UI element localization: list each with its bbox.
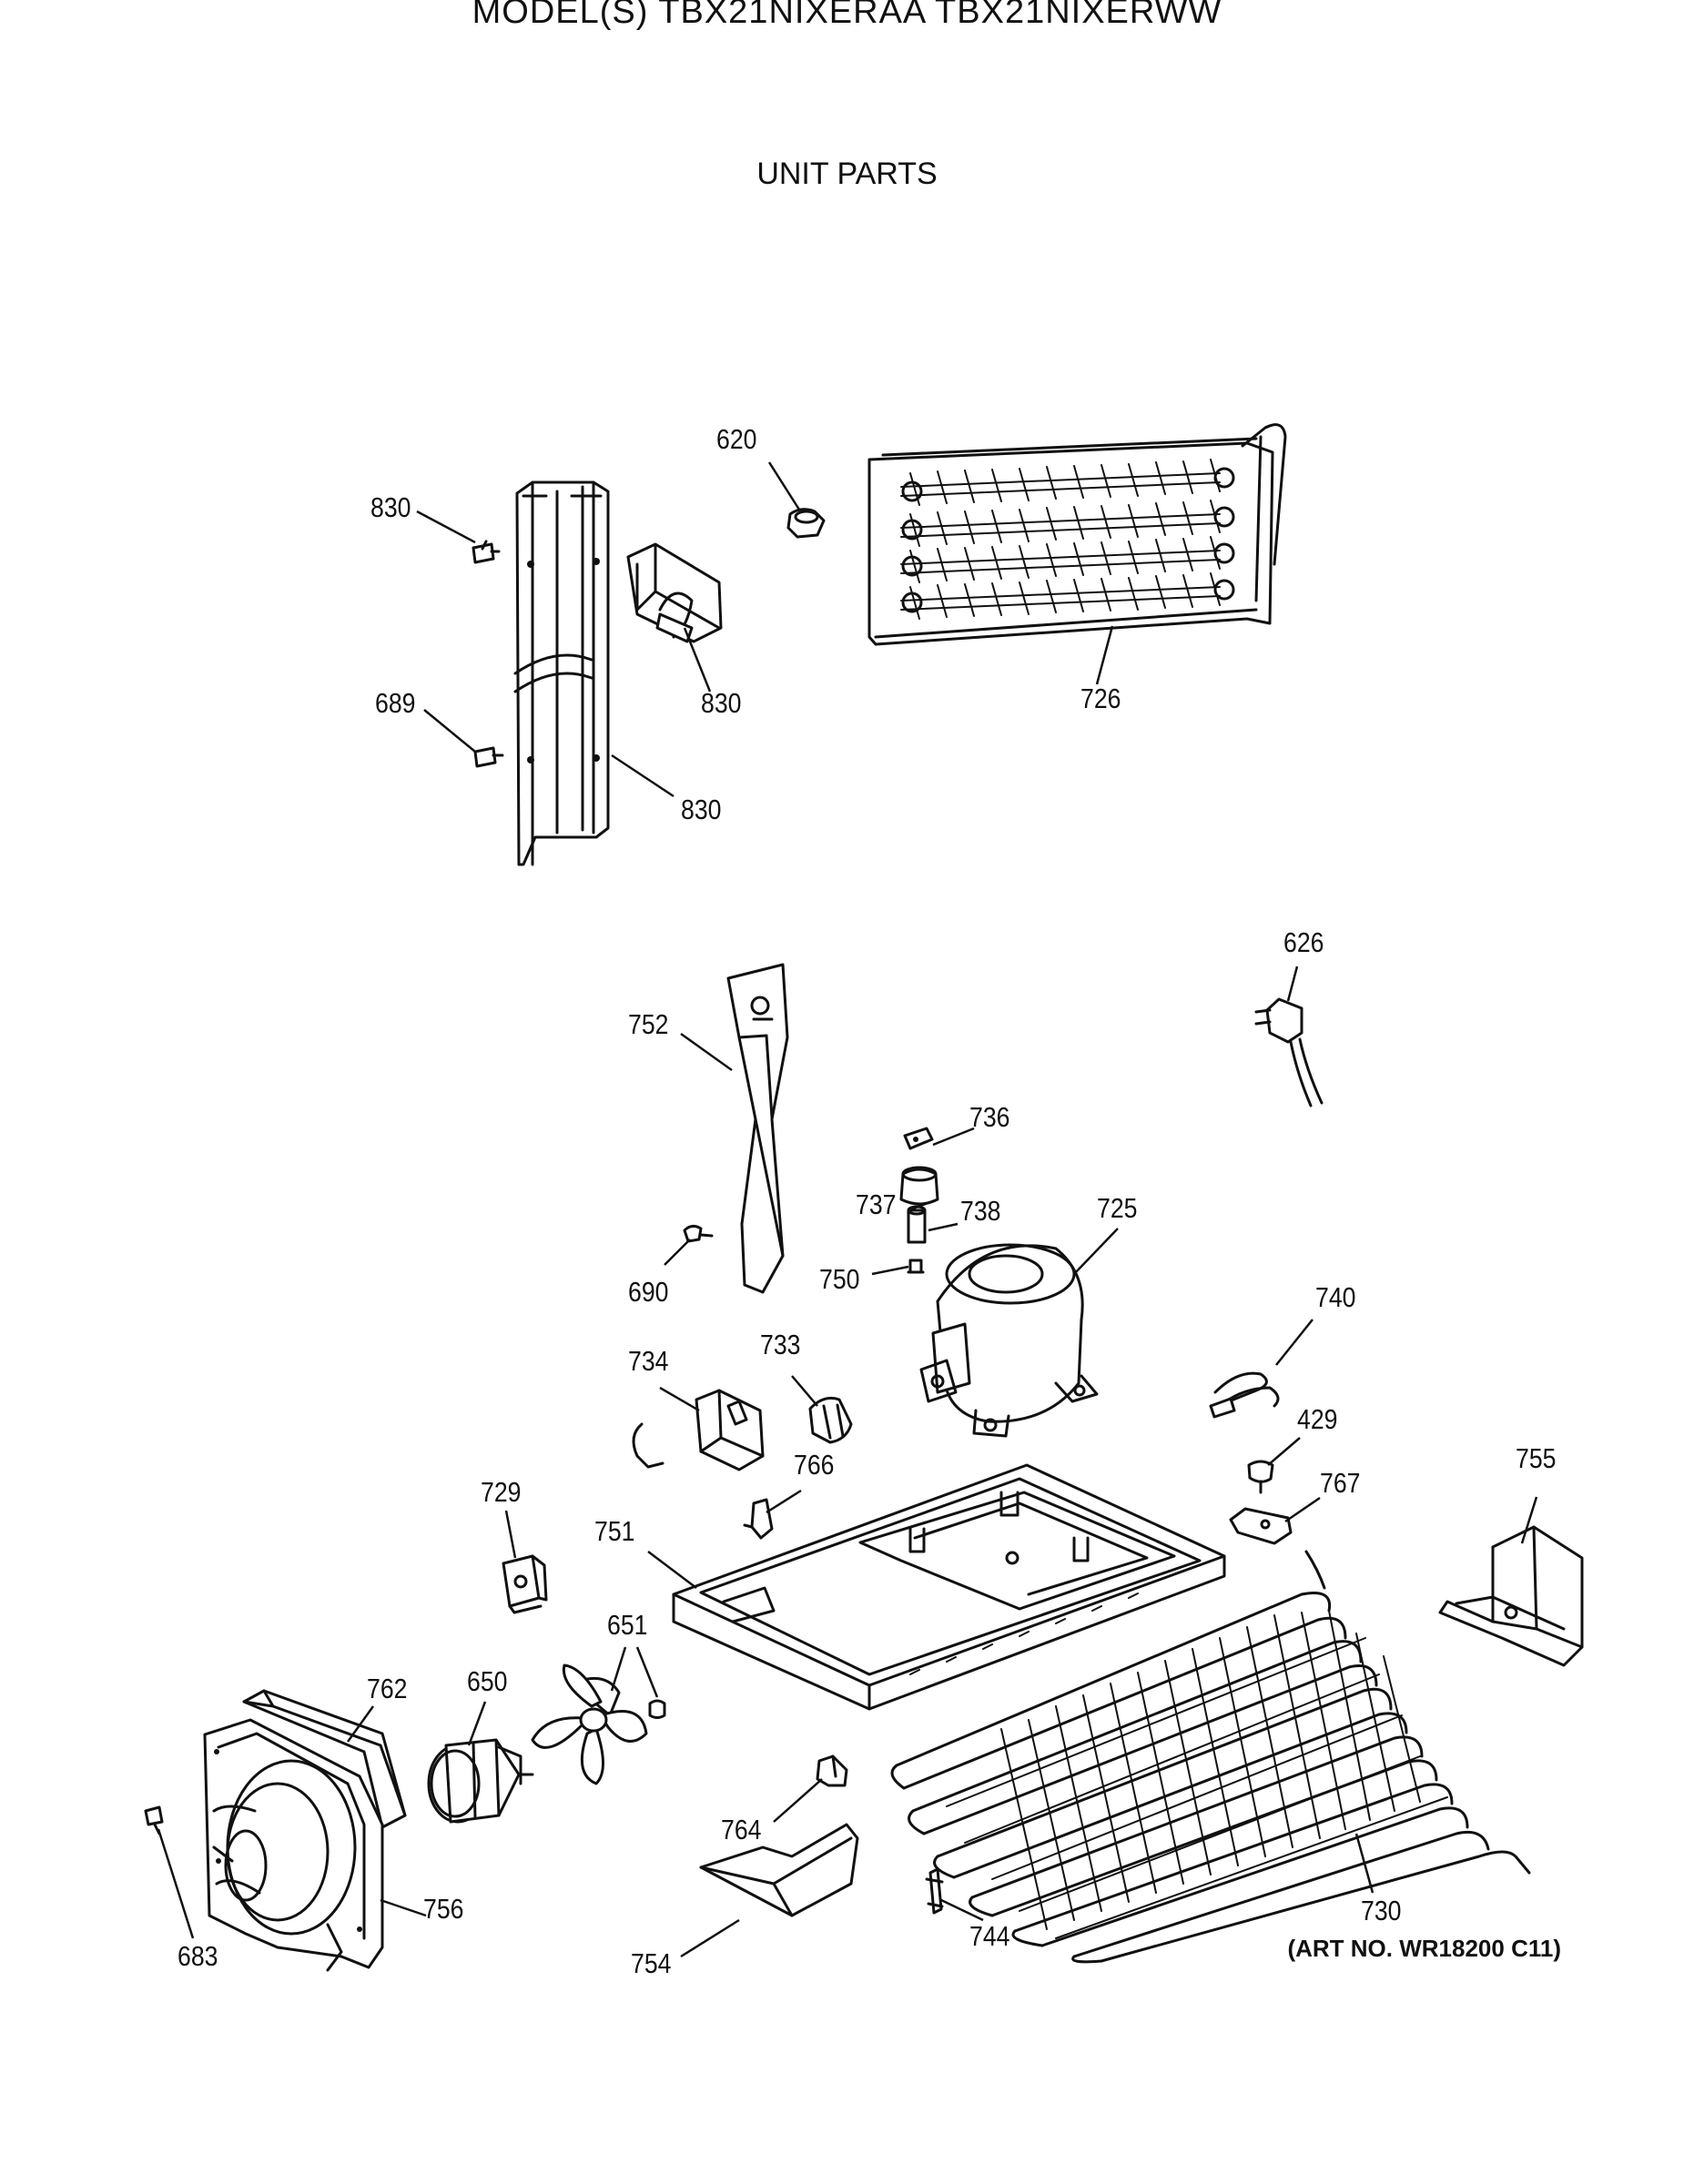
part-830-channel bbox=[513, 480, 610, 866]
callout-734: 734 bbox=[628, 1345, 669, 1377]
part-429-screw bbox=[1247, 1460, 1274, 1494]
callout-730: 730 bbox=[1361, 1895, 1402, 1926]
part-767-strap bbox=[1229, 1507, 1293, 1545]
callout-767: 767 bbox=[1320, 1467, 1361, 1499]
callout-740: 740 bbox=[1315, 1281, 1356, 1313]
callout-754: 754 bbox=[631, 1947, 672, 1979]
part-689-screw bbox=[473, 746, 504, 768]
part-740-wire-clip bbox=[1209, 1371, 1280, 1419]
callout-726: 726 bbox=[1080, 682, 1121, 714]
callout-737: 737 bbox=[856, 1188, 897, 1220]
model-title: MODEL(S) TBX21NIXERAA TBX21NIXERWW bbox=[472, 0, 1222, 31]
part-762-gasket bbox=[242, 1689, 407, 1829]
callout-650: 650 bbox=[467, 1665, 508, 1697]
callout-764: 764 bbox=[721, 1814, 762, 1845]
callout-830-channel: 830 bbox=[681, 794, 722, 825]
leader-lines bbox=[157, 461, 1538, 1958]
callout-752: 752 bbox=[628, 1008, 669, 1040]
part-751-base-pan bbox=[672, 1463, 1226, 1711]
part-651-fan-blade bbox=[531, 1663, 648, 1785]
part-755-l-bracket bbox=[1438, 1525, 1584, 1667]
part-729-capacitor bbox=[502, 1554, 548, 1614]
part-733-overload bbox=[808, 1396, 853, 1444]
callout-766: 766 bbox=[794, 1449, 835, 1481]
part-620-grommet bbox=[786, 508, 826, 539]
part-737-grommet bbox=[899, 1166, 939, 1206]
part-744-clip bbox=[925, 1867, 944, 1915]
callout-626: 626 bbox=[1283, 926, 1324, 958]
callout-738: 738 bbox=[960, 1195, 1001, 1227]
part-650-fan-motor bbox=[427, 1738, 534, 1824]
callout-733: 733 bbox=[760, 1329, 801, 1360]
part-730-coil bbox=[890, 1550, 1531, 1964]
part-734-relay bbox=[632, 1389, 765, 1471]
callout-750: 750 bbox=[819, 1263, 860, 1295]
part-830-bracket-block bbox=[626, 542, 723, 643]
callout-620: 620 bbox=[716, 423, 757, 455]
callout-744: 744 bbox=[969, 1920, 1010, 1952]
part-752-bracket bbox=[726, 963, 789, 1294]
section-title: UNIT PARTS bbox=[756, 157, 938, 191]
callout-755: 755 bbox=[1516, 1442, 1557, 1474]
part-738-sleeve bbox=[907, 1205, 927, 1244]
callout-729: 729 bbox=[481, 1476, 522, 1508]
part-736-clip bbox=[903, 1127, 934, 1150]
part-725-compressor bbox=[919, 1243, 1099, 1438]
part-690-screw bbox=[683, 1224, 714, 1243]
part-754-shield bbox=[699, 1823, 859, 1917]
callout-830-screw: 830 bbox=[370, 491, 411, 523]
part-764-clip bbox=[816, 1754, 848, 1787]
part-726-condenser bbox=[867, 423, 1287, 646]
callout-830-block: 830 bbox=[701, 687, 742, 719]
part-750-bolt bbox=[907, 1259, 925, 1274]
callout-762: 762 bbox=[367, 1673, 408, 1704]
callout-683: 683 bbox=[178, 1940, 218, 1972]
art-number: (ART NO. WR18200 C11) bbox=[1287, 1935, 1561, 1962]
callout-689: 689 bbox=[375, 687, 416, 719]
part-830-screw-a bbox=[472, 540, 501, 564]
callout-736: 736 bbox=[969, 1101, 1010, 1133]
callout-725: 725 bbox=[1097, 1192, 1138, 1224]
callout-751: 751 bbox=[594, 1515, 635, 1547]
part-626-cord bbox=[1254, 997, 1324, 1107]
part-651-nut bbox=[648, 1699, 666, 1719]
callout-429: 429 bbox=[1297, 1403, 1338, 1435]
part-766-clip bbox=[743, 1498, 774, 1540]
part-756-fan-shroud bbox=[203, 1718, 384, 1972]
callout-756: 756 bbox=[423, 1893, 464, 1925]
callout-690: 690 bbox=[628, 1276, 669, 1308]
callout-651: 651 bbox=[607, 1609, 648, 1641]
